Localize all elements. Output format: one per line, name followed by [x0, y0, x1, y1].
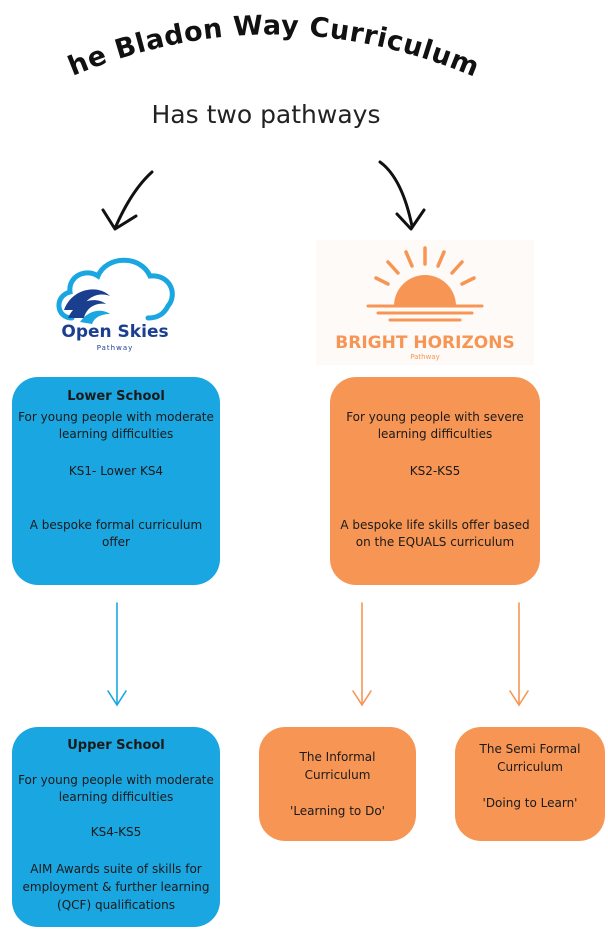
informal-line1: The Informal — [299, 750, 376, 764]
lower-school-heading: Lower School — [67, 389, 165, 404]
lower-school-stage: KS1- Lower KS4 — [68, 464, 164, 478]
sunrise-icon — [366, 246, 484, 322]
pathway-arrows — [101, 160, 426, 231]
upper-school-heading: Upper School — [67, 738, 165, 753]
semi-formal-line2: Curriculum — [497, 760, 563, 774]
upper-school-line1: For young people with moderate — [18, 773, 214, 787]
bright-horizons-logo: BRIGHT HORIZONS Pathway — [316, 240, 534, 365]
lower-school-box: Lower School For young people with moder… — [12, 377, 220, 585]
bright-stage: KS2-KS5 — [409, 464, 461, 478]
informal-line2: Curriculum — [304, 768, 371, 782]
arrow-left — [114, 170, 154, 228]
lower-school-offer1: A bespoke formal curriculum — [29, 518, 203, 532]
open-skies-name: Open Skies — [61, 322, 169, 342]
lower-school-line1: For young people with moderate — [18, 410, 214, 424]
page-title: The Bladon Way Curriculum — [0, 0, 483, 84]
bright-offer2: on the EQUALS curriculum — [355, 535, 515, 549]
open-skies-sub: Pathway — [96, 344, 134, 352]
arrow-lower-to-upper-head — [107, 690, 127, 707]
arrow-to-semi-formal-head — [509, 690, 529, 707]
semi-formal-line1: The Semi Formal — [479, 742, 581, 756]
upper-school-offer3: (QCF) qualifications — [57, 898, 175, 912]
subtitle: Has two pathways — [151, 100, 381, 129]
arrow-left-head — [101, 208, 138, 231]
bright-horizons-sub: Pathway — [410, 353, 440, 361]
upper-school-stage: KS4-KS5 — [90, 825, 142, 839]
upper-school-offer1: AIM Awards suite of skills for — [30, 862, 202, 876]
semi-formal-tagline: 'Doing to Learn' — [482, 796, 578, 810]
arrow-right-head — [395, 208, 426, 231]
cloud-wave-icon — [56, 257, 175, 324]
lower-school-offer2: offer — [102, 535, 130, 549]
connector-arrows — [107, 602, 529, 707]
bright-offer1: A bespoke life skills offer based — [340, 518, 530, 532]
lower-school-line2: learning difficulties — [58, 427, 174, 441]
semi-formal-curriculum-box: The Semi Formal Curriculum 'Doing to Lea… — [455, 727, 605, 841]
bright-line1: For young people with severe — [346, 410, 524, 424]
arrow-to-informal-head — [352, 690, 372, 707]
upper-school-offer2: employment & further learning — [22, 880, 210, 894]
open-skies-logo: Open Skies Pathway — [50, 248, 180, 358]
bright-line2: learning difficulties — [377, 427, 493, 441]
upper-school-box: Upper School For young people with moder… — [12, 727, 220, 927]
bright-horizons-box: For young people with severe learning di… — [330, 377, 540, 585]
arrow-right — [378, 160, 414, 228]
bright-horizons-name: BRIGHT HORIZONS — [335, 333, 515, 353]
informal-tagline: 'Learning to Do' — [290, 804, 385, 818]
informal-curriculum-box: The Informal Curriculum 'Learning to Do' — [259, 727, 416, 841]
upper-school-line2: learning difficulties — [58, 790, 174, 804]
